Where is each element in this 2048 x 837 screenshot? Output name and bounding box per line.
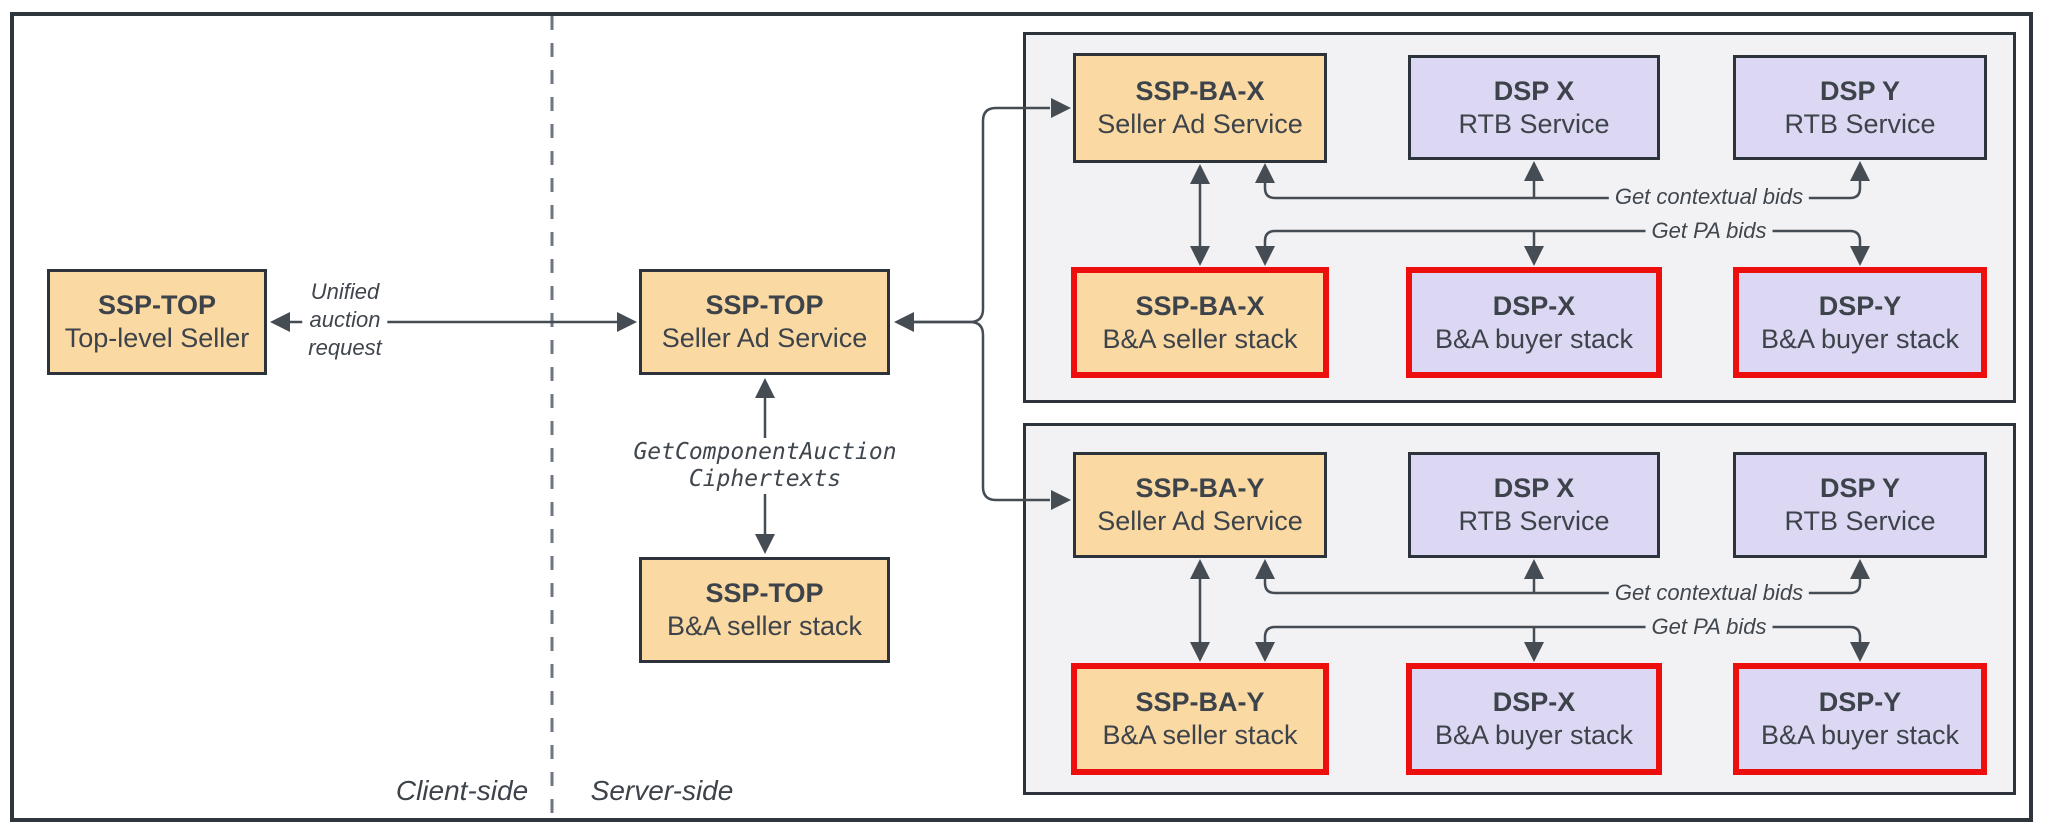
node-title: DSP X: [1493, 75, 1575, 106]
node-subtitle: RTB Service: [1784, 506, 1936, 536]
node-ssp-ba-x-ba-seller-stack: SSP-BA-X B&A seller stack: [1071, 267, 1329, 378]
node-subtitle: B&A buyer stack: [1760, 323, 1960, 354]
node-dsp-y-ba-buyer-stack: DSP-Y B&A buyer stack: [1733, 267, 1987, 378]
node-subtitle: Seller Ad Service: [1097, 506, 1303, 536]
node-dsp-x-ba-buyer-stack: DSP-X B&A buyer stack: [1406, 267, 1662, 378]
node-ssp-top-top-level-seller: SSP-TOP Top-level Seller: [47, 269, 267, 375]
node-subtitle: B&A seller stack: [1102, 720, 1298, 750]
node-dsp-x-ba-buyer-stack-y: DSP-X B&A buyer stack: [1406, 663, 1662, 775]
node-ssp-ba-y-seller-ad-service: SSP-BA-Y Seller Ad Service: [1073, 452, 1327, 558]
node-dsp-x-rtb-service: DSP X RTB Service: [1408, 55, 1660, 160]
diagram-border: [10, 12, 2033, 822]
node-subtitle: RTB Service: [1784, 108, 1936, 139]
edge-label-get-component-auction-ciphertexts: GetComponentAuction Ciphertexts: [627, 438, 903, 494]
node-ssp-top-ba-seller-stack: SSP-TOP B&A seller stack: [639, 557, 890, 663]
node-title: SSP-TOP: [705, 578, 824, 608]
node-subtitle: RTB Service: [1458, 108, 1610, 139]
node-subtitle: Seller Ad Service: [1097, 109, 1303, 139]
node-title: DSP Y: [1819, 75, 1901, 106]
node-title: SSP-TOP: [705, 290, 824, 320]
node-subtitle: Seller Ad Service: [661, 323, 868, 353]
client-side-label: Client-side: [395, 775, 529, 806]
node-title: SSP-BA-X: [1135, 76, 1265, 106]
node-dsp-y-ba-buyer-stack-y: DSP-Y B&A buyer stack: [1733, 663, 1987, 775]
node-title: SSP-BA-Y: [1135, 687, 1265, 717]
node-title: DSP-Y: [1818, 290, 1902, 321]
node-title: DSP-Y: [1818, 687, 1902, 717]
node-dsp-y-rtb-service: DSP Y RTB Service: [1733, 55, 1987, 160]
edge-label-get-pa-bids-y: Get PA bids: [1645, 612, 1773, 642]
node-dsp-y-rtb-service-y: DSP Y RTB Service: [1733, 452, 1987, 558]
edge-label-unified-auction-request: Unified auction request: [302, 277, 388, 363]
node-title: SSP-TOP: [97, 290, 217, 320]
node-subtitle: Top-level Seller: [64, 323, 250, 353]
edge-label-get-contextual-bids-x: Get contextual bids: [1608, 182, 1810, 212]
node-title: DSP X: [1493, 473, 1575, 503]
node-subtitle: B&A buyer stack: [1760, 720, 1960, 750]
node-ssp-top-seller-ad-service: SSP-TOP Seller Ad Service: [639, 269, 890, 375]
node-subtitle: B&A seller stack: [666, 611, 863, 641]
node-subtitle: B&A buyer stack: [1434, 323, 1634, 354]
node-subtitle: RTB Service: [1458, 506, 1610, 536]
node-title: DSP-X: [1492, 290, 1576, 321]
node-title: SSP-BA-X: [1135, 290, 1265, 321]
edge-label-get-contextual-bids-y: Get contextual bids: [1608, 578, 1810, 608]
node-subtitle: B&A buyer stack: [1434, 720, 1634, 750]
server-side-label: Server-side: [590, 775, 734, 806]
node-title: SSP-BA-Y: [1135, 473, 1265, 503]
node-title: DSP-X: [1492, 687, 1576, 717]
node-subtitle: B&A seller stack: [1102, 323, 1298, 354]
node-dsp-x-rtb-service-y: DSP X RTB Service: [1408, 452, 1660, 558]
node-ssp-ba-y-ba-seller-stack: SSP-BA-Y B&A seller stack: [1071, 663, 1329, 775]
node-ssp-ba-x-seller-ad-service: SSP-BA-X Seller Ad Service: [1073, 53, 1327, 163]
node-title: DSP Y: [1819, 473, 1901, 503]
edge-label-get-pa-bids-x: Get PA bids: [1645, 216, 1773, 246]
